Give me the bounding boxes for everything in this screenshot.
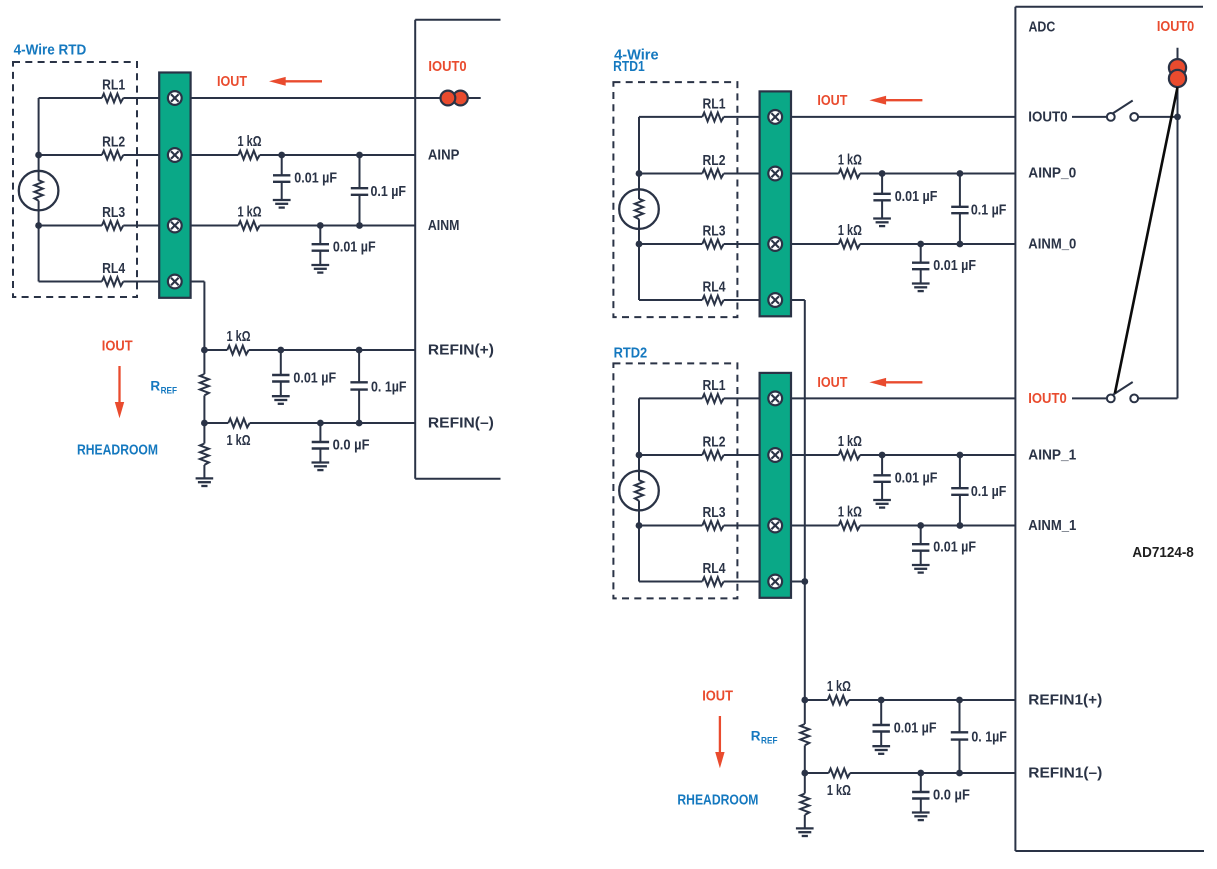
- svg-text:0.01 µF: 0.01 µF: [933, 258, 976, 274]
- svg-text:RL1: RL1: [703, 96, 726, 112]
- svg-text:1 kΩ: 1 kΩ: [838, 153, 862, 169]
- svg-text:RL2: RL2: [703, 153, 726, 169]
- svg-text:IOUT: IOUT: [817, 93, 847, 109]
- svg-text:4-Wire RTD: 4-Wire RTD: [14, 41, 87, 58]
- svg-text:0.01 µF: 0.01 µF: [333, 240, 376, 256]
- svg-text:REFIN1(–): REFIN1(–): [1028, 766, 1102, 782]
- svg-text:AINM_0: AINM_0: [1028, 236, 1076, 252]
- svg-text:RL3: RL3: [102, 205, 125, 221]
- svg-text:0.0 µF: 0.0 µF: [333, 437, 370, 453]
- svg-text:0.1 µF: 0.1 µF: [971, 484, 1007, 500]
- svg-text:1 kΩ: 1 kΩ: [827, 679, 851, 695]
- svg-text:RTD2: RTD2: [614, 345, 648, 362]
- svg-text:REFIN(–): REFIN(–): [428, 416, 494, 432]
- svg-text:RL4: RL4: [703, 279, 726, 295]
- svg-text:0.1 µF: 0.1 µF: [371, 184, 407, 200]
- svg-text:RL2: RL2: [102, 134, 125, 150]
- svg-text:REF: REF: [161, 386, 178, 396]
- svg-text:RL1: RL1: [102, 77, 125, 93]
- svg-text:0.01 µF: 0.01 µF: [895, 189, 938, 205]
- svg-text:1 kΩ: 1 kΩ: [227, 329, 251, 345]
- svg-text:AINM: AINM: [428, 218, 460, 234]
- svg-text:RL4: RL4: [703, 561, 726, 577]
- svg-text:0. 1µF: 0. 1µF: [971, 729, 1007, 745]
- svg-text:RL3: RL3: [703, 505, 726, 521]
- svg-text:AD7124-8: AD7124-8: [1132, 545, 1193, 561]
- svg-text:0.01 µF: 0.01 µF: [895, 471, 938, 487]
- svg-text:0.01 µF: 0.01 µF: [293, 371, 336, 387]
- svg-text:ADC: ADC: [1029, 20, 1056, 36]
- svg-text:0. 1µF: 0. 1µF: [371, 379, 407, 395]
- svg-text:IOUT0: IOUT0: [428, 59, 466, 75]
- svg-text:AINM_1: AINM_1: [1028, 518, 1076, 534]
- svg-text:1 kΩ: 1 kΩ: [838, 223, 862, 239]
- svg-text:IOUT: IOUT: [817, 375, 847, 391]
- svg-text:AINP_1: AINP_1: [1028, 448, 1076, 464]
- svg-text:1 kΩ: 1 kΩ: [838, 505, 862, 521]
- svg-text:AINP_0: AINP_0: [1028, 166, 1076, 182]
- svg-text:IOUT0: IOUT0: [1028, 391, 1066, 407]
- svg-text:RL4: RL4: [102, 261, 125, 277]
- svg-text:AINP: AINP: [428, 148, 460, 164]
- svg-text:REF: REF: [761, 736, 778, 746]
- svg-text:1 kΩ: 1 kΩ: [238, 205, 262, 221]
- svg-text:REFIN(+): REFIN(+): [428, 343, 494, 359]
- svg-text:1 kΩ: 1 kΩ: [238, 134, 262, 150]
- svg-text:RL3: RL3: [703, 223, 726, 239]
- svg-text:REFIN1(+): REFIN1(+): [1028, 693, 1102, 709]
- svg-text:IOUT: IOUT: [217, 74, 247, 90]
- svg-text:IOUT0: IOUT0: [1157, 19, 1194, 35]
- svg-text:4-Wire: 4-Wire: [614, 47, 659, 64]
- svg-text:IOUT: IOUT: [102, 338, 133, 354]
- svg-text:RL1: RL1: [703, 378, 726, 394]
- svg-text:IOUT0: IOUT0: [1028, 110, 1067, 126]
- svg-text:IOUT: IOUT: [702, 688, 733, 704]
- svg-text:0.01 µF: 0.01 µF: [894, 721, 937, 737]
- svg-text:0.01 µF: 0.01 µF: [933, 540, 976, 556]
- svg-text:RHEADROOM: RHEADROOM: [677, 793, 758, 809]
- svg-text:R: R: [150, 379, 160, 394]
- svg-text:RHEADROOM: RHEADROOM: [77, 443, 158, 459]
- svg-text:RTD1: RTD1: [613, 58, 645, 75]
- svg-text:R: R: [751, 729, 761, 744]
- svg-text:1 kΩ: 1 kΩ: [227, 433, 251, 449]
- svg-text:RL2: RL2: [703, 434, 726, 450]
- svg-text:0.1 µF: 0.1 µF: [971, 203, 1007, 219]
- svg-text:0.0 µF: 0.0 µF: [933, 787, 970, 803]
- svg-text:1 kΩ: 1 kΩ: [838, 434, 862, 450]
- svg-text:0.01 µF: 0.01 µF: [294, 171, 337, 187]
- svg-text:1 kΩ: 1 kΩ: [827, 783, 851, 799]
